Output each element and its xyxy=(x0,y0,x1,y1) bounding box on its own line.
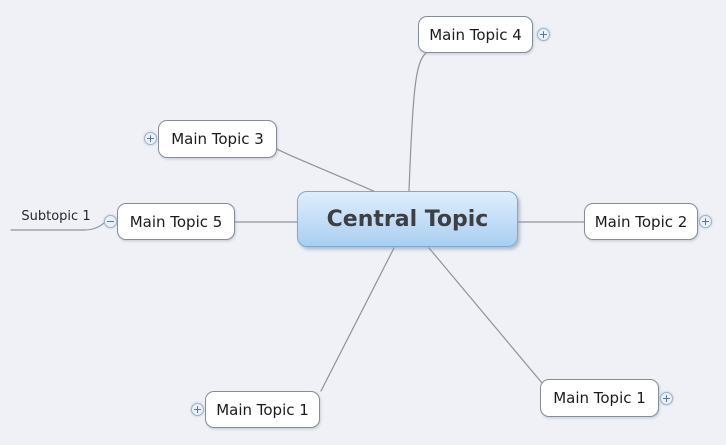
main-topic-2[interactable]: Main Topic 2 xyxy=(584,203,698,240)
main-topic-1-bottom-left[interactable]: Main Topic 1 xyxy=(205,391,320,428)
subtopic-1[interactable]: Subtopic 1 xyxy=(21,208,91,224)
main-topic-4[interactable]: Main Topic 4 xyxy=(418,16,533,53)
expand-plus-icon[interactable]: + xyxy=(537,27,550,41)
main-topic-3[interactable]: Main Topic 3 xyxy=(158,120,277,158)
main-topic-5[interactable]: Main Topic 5 xyxy=(117,203,235,240)
expand-plus-icon[interactable]: + xyxy=(699,214,712,228)
central-topic[interactable]: Central Topic xyxy=(297,191,518,247)
expand-plus-icon[interactable]: + xyxy=(144,131,157,145)
collapse-minus-icon[interactable]: − xyxy=(104,214,117,228)
connector-main-topic-1-bottom-right xyxy=(428,247,543,384)
connector-main-topic-3 xyxy=(270,144,379,194)
expand-plus-icon[interactable]: + xyxy=(191,402,204,416)
expand-plus-icon[interactable]: + xyxy=(660,391,673,405)
connector-main-topic-1-bottom-left xyxy=(320,247,395,392)
connector-main-topic-4 xyxy=(408,52,427,192)
main-topic-1-bottom-right[interactable]: Main Topic 1 xyxy=(540,379,659,417)
